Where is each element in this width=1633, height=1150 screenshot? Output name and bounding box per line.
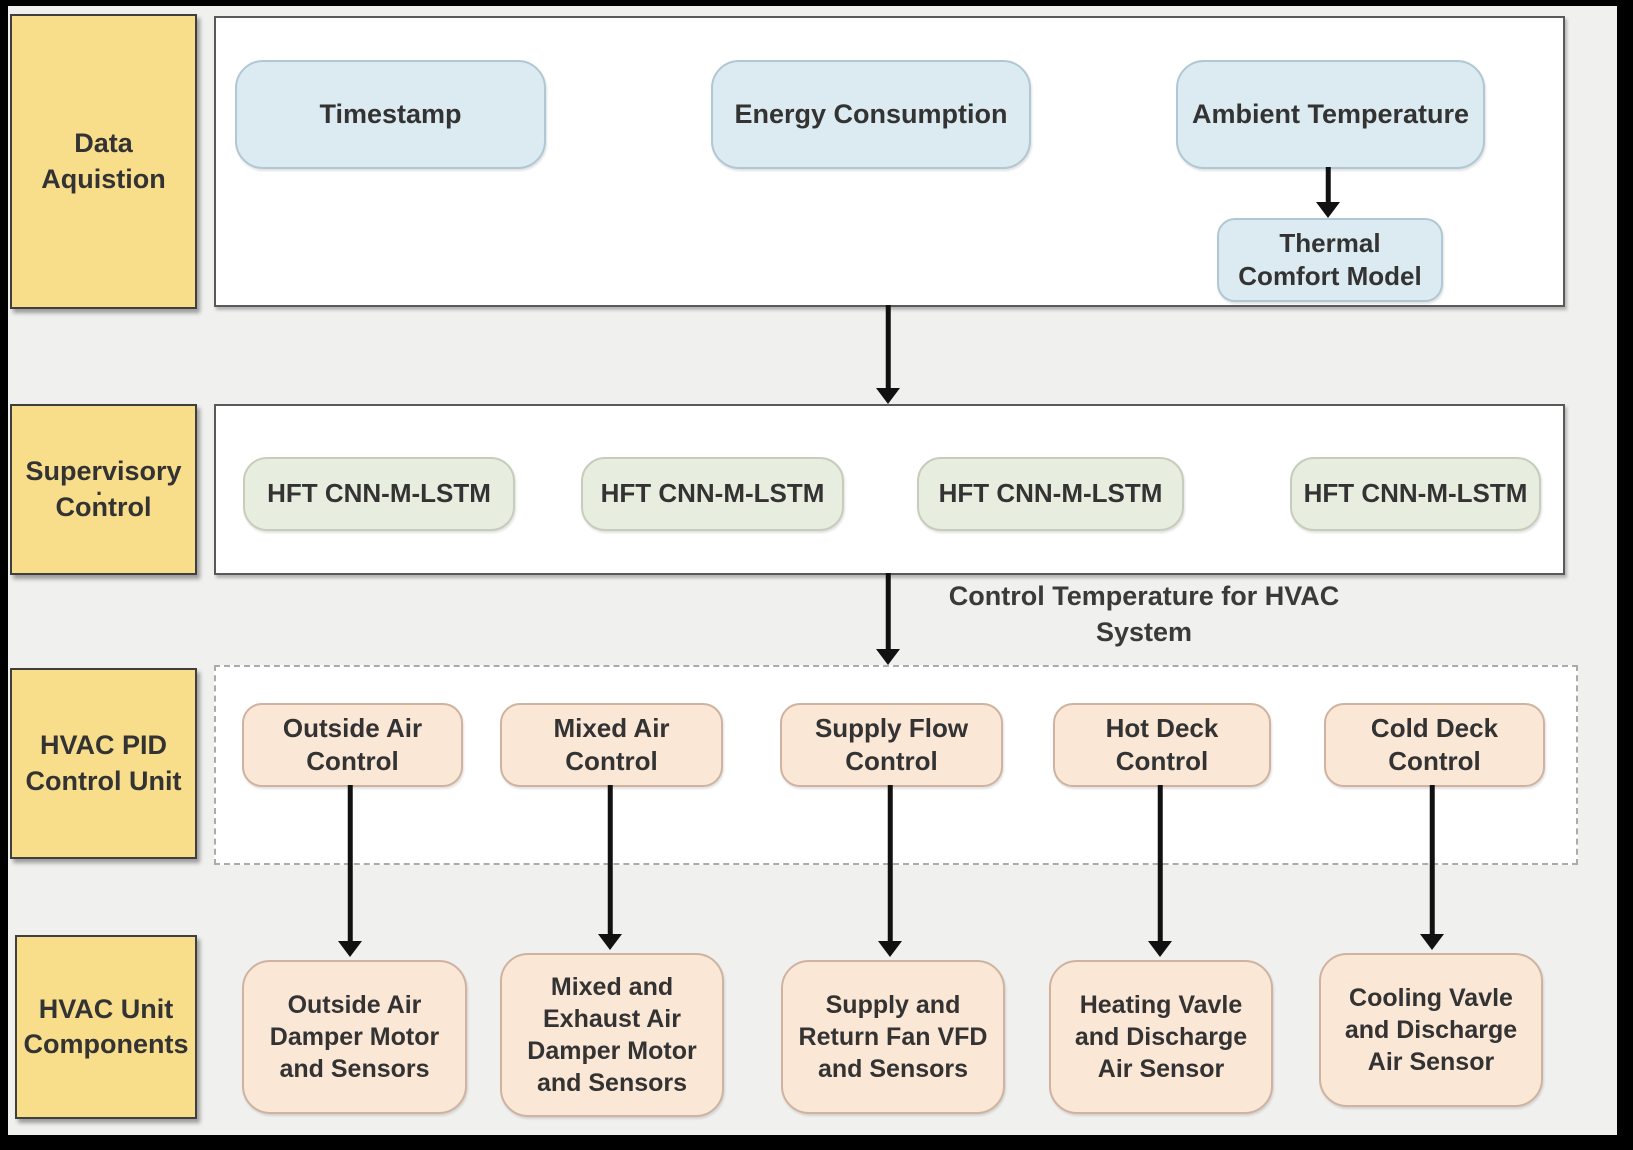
arrow-shaft — [1325, 167, 1331, 205]
node-thermal-comfort-model: Thermal Comfort Model — [1217, 218, 1443, 302]
row-label-hvac-unit-components: HVAC Unit Components — [15, 935, 197, 1119]
arrow-head-icon — [338, 941, 362, 957]
arrow-supply-flow — [877, 785, 903, 957]
node-mixed-air-control: Mixed Air Control — [500, 703, 723, 787]
node-supply-return-fan: Supply and Return Fan VFD and Sensors — [781, 960, 1005, 1114]
arrow-shaft — [607, 785, 613, 937]
node-outside-air-control: Outside Air Control — [242, 703, 463, 787]
arrow-shaft — [885, 573, 891, 652]
node-outside-air-damper: Outside Air Damper Motor and Sensors — [242, 960, 467, 1114]
arrow-dataacq-to-supervisory — [875, 305, 901, 404]
node-mixed-exhaust-damper: Mixed and Exhaust Air Damper Motor and S… — [500, 953, 724, 1117]
arrow-supervisory-to-pid — [875, 573, 901, 665]
node-cold-deck-control: Cold Deck Control — [1324, 703, 1545, 787]
node-heating-valve: Heating Vavle and Discharge Air Sensor — [1049, 960, 1273, 1114]
node-hft-cnn-m-lstm-4: HFT CNN-M-LSTM — [1290, 457, 1541, 531]
arrow-shaft — [885, 305, 891, 391]
arrow-shaft — [1157, 785, 1163, 944]
arrow-shaft — [1429, 785, 1435, 937]
node-timestamp: Timestamp — [235, 60, 546, 169]
node-hot-deck-control: Hot Deck Control — [1053, 703, 1271, 787]
arrow-head-icon — [878, 941, 902, 957]
node-hft-cnn-m-lstm-2: HFT CNN-M-LSTM — [581, 457, 844, 531]
node-supply-flow-control: Supply Flow Control — [780, 703, 1003, 787]
node-cooling-valve: Cooling Vavle and Discharge Air Sensor — [1319, 953, 1543, 1107]
arrow-head-icon — [876, 388, 900, 404]
arrow-mixed-air — [597, 785, 623, 950]
node-energy-consumption: Energy Consumption — [711, 60, 1031, 169]
arrow-head-icon — [1316, 202, 1340, 218]
node-hft-cnn-m-lstm-3: HFT CNN-M-LSTM — [917, 457, 1184, 531]
arrow-shaft — [347, 785, 353, 944]
row-label-supervisory-control: Supervisory Control — [10, 404, 197, 575]
arrow-ambient-to-thermal — [1315, 167, 1341, 218]
arrow-head-icon — [598, 934, 622, 950]
caption-control-temperature: Control Temperature for HVAC System — [948, 581, 1340, 648]
diagram-canvas: Data Aquistion Supervisory Control . HVA… — [8, 6, 1617, 1135]
row-label-hvac-pid-control-unit: HVAC PID Control Unit — [10, 668, 197, 859]
arrow-cold-deck — [1419, 785, 1445, 950]
arrow-head-icon — [1420, 934, 1444, 950]
arrow-head-icon — [1148, 941, 1172, 957]
node-hft-cnn-m-lstm-1: HFT CNN-M-LSTM — [243, 457, 515, 531]
arrow-shaft — [887, 785, 893, 944]
node-ambient-temperature: Ambient Temperature — [1176, 60, 1485, 169]
arrow-hot-deck — [1147, 785, 1173, 957]
row-label-data-aquisition: Data Aquistion — [10, 14, 197, 309]
arrow-head-icon — [876, 649, 900, 665]
arrow-outside-air — [337, 785, 363, 957]
